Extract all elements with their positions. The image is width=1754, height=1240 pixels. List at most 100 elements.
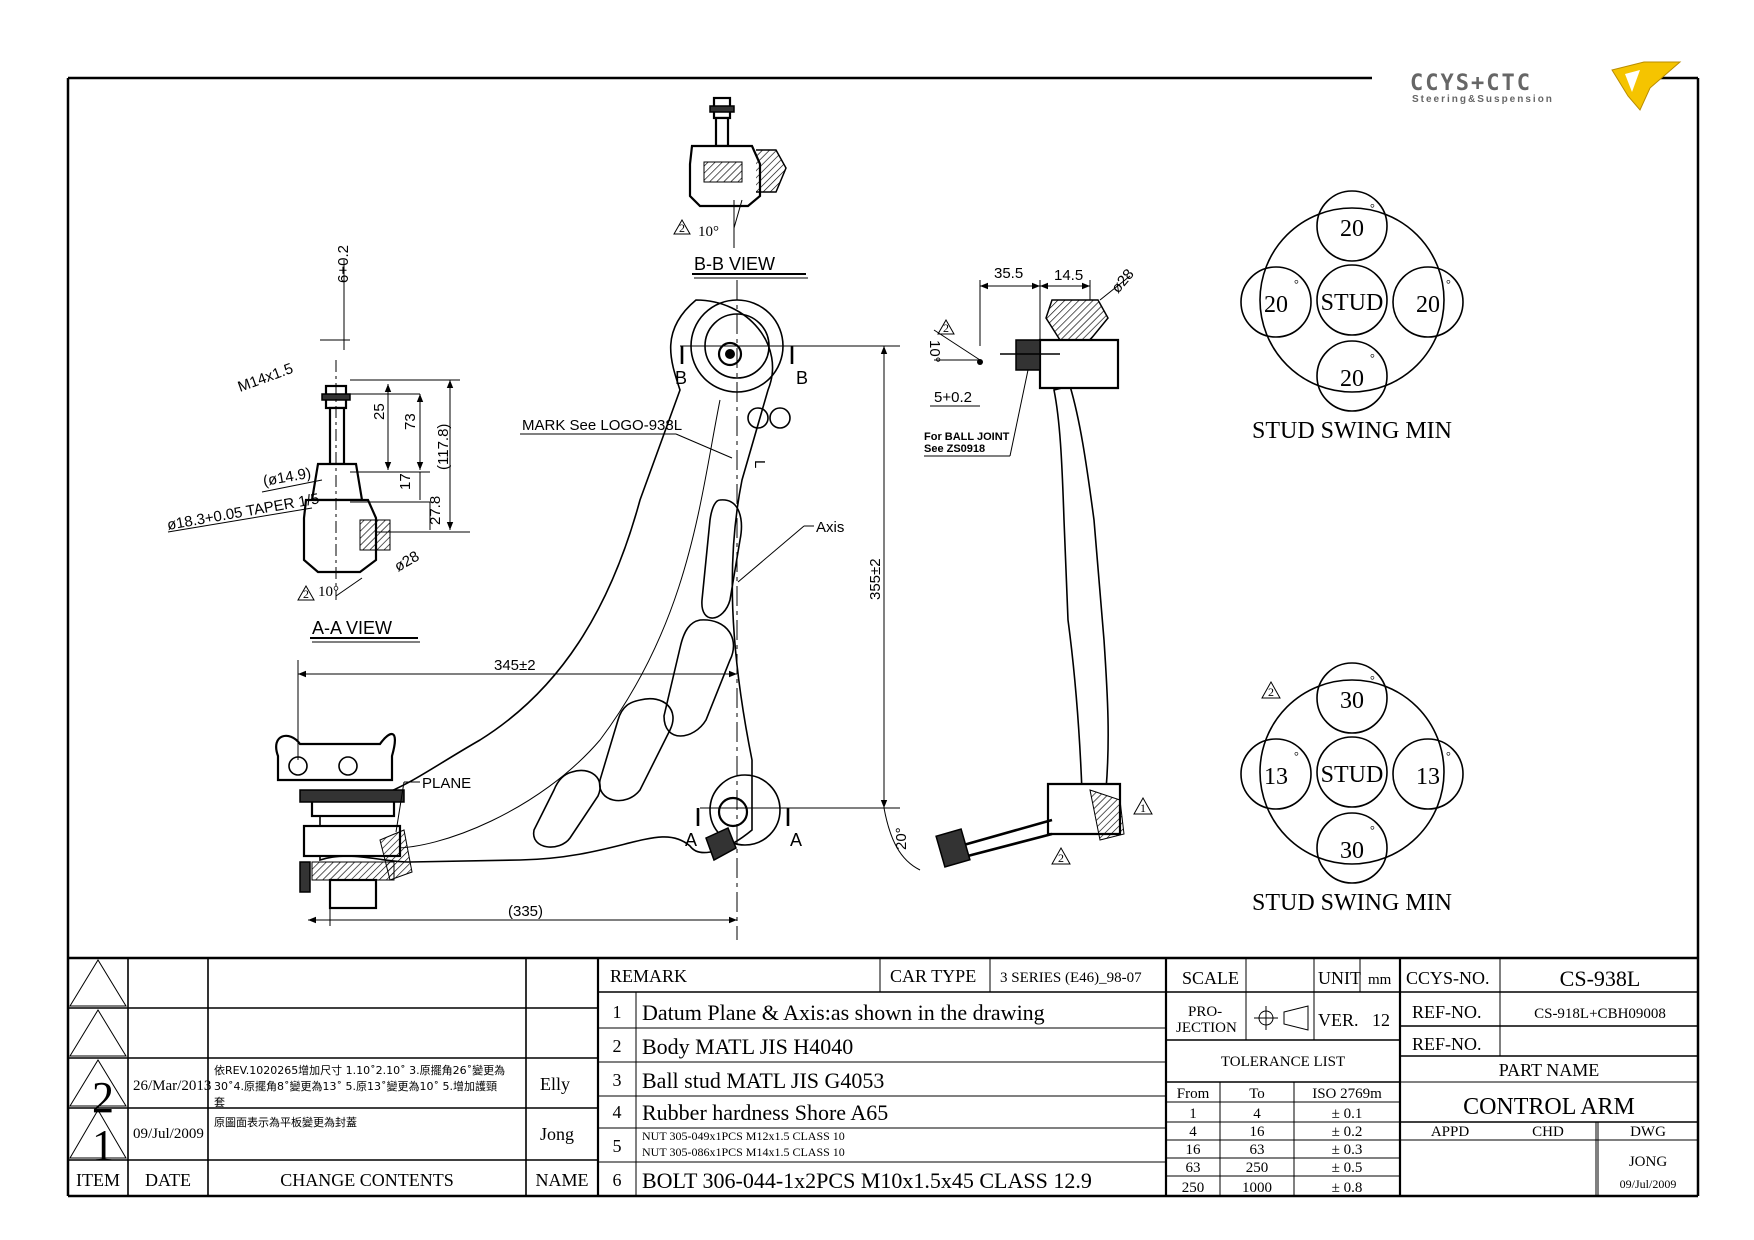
svg-text:5: 5 bbox=[613, 1136, 622, 1156]
svg-text:CHANGE CONTENTS: CHANGE CONTENTS bbox=[280, 1170, 454, 1190]
svg-text:Ball stud MATL JIS G4053: Ball stud MATL JIS G4053 bbox=[642, 1068, 884, 1093]
svg-text:1: 1 bbox=[92, 1121, 114, 1170]
svg-text:6: 6 bbox=[613, 1170, 622, 1190]
svg-text:APPD: APPD bbox=[1431, 1124, 1470, 1140]
svg-text:°: ° bbox=[1370, 351, 1375, 365]
svg-text:°: ° bbox=[1294, 749, 1299, 763]
svg-text:NUT 305-086x1PCS M14x1.5 CLASS: NUT 305-086x1PCS M14x1.5 CLASS 10 bbox=[642, 1145, 845, 1159]
svg-text:250: 250 bbox=[1246, 1160, 1269, 1176]
svg-text:10°: 10° bbox=[926, 340, 943, 363]
svg-text:PRO-: PRO- bbox=[1188, 1004, 1222, 1020]
svg-text:± 0.5: ± 0.5 bbox=[1332, 1160, 1363, 1176]
svg-text:63: 63 bbox=[1186, 1160, 1201, 1176]
svg-text:(335): (335) bbox=[508, 903, 543, 920]
svg-text:ISO 2769m: ISO 2769m bbox=[1312, 1086, 1382, 1102]
svg-text:4: 4 bbox=[1253, 1106, 1261, 1122]
svg-text:± 0.8: ± 0.8 bbox=[1332, 1180, 1363, 1196]
view-a-a: 6+0.2 M14x1.5 25 73 (117.8) 17 27.8 (ø14… bbox=[166, 245, 470, 643]
svg-text:M14x1.5: M14x1.5 bbox=[236, 360, 296, 396]
svg-text:Datum Plane & Axis:as shown in: Datum Plane & Axis:as shown in the drawi… bbox=[642, 1000, 1045, 1025]
control-arm-top-view: B B A A MARK See LOGO-938L L Axis PLANE … bbox=[275, 280, 921, 940]
svg-text:CS-918L+CBH09008: CS-918L+CBH09008 bbox=[1534, 1006, 1666, 1022]
svg-text:°: ° bbox=[1370, 823, 1375, 837]
svg-text:MARK See LOGO-938L: MARK See LOGO-938L bbox=[522, 417, 682, 434]
svg-text:(ø14.9): (ø14.9) bbox=[262, 465, 313, 490]
svg-text:09/Jul/2009: 09/Jul/2009 bbox=[1620, 1177, 1677, 1191]
svg-text:STUD SWING MIN: STUD SWING MIN bbox=[1252, 890, 1452, 916]
svg-text:ø28: ø28 bbox=[1108, 266, 1138, 297]
svg-text:20: 20 bbox=[1340, 366, 1364, 392]
svg-text:35.5: 35.5 bbox=[994, 265, 1023, 282]
svg-text:2: 2 bbox=[1058, 851, 1064, 865]
svg-text:B: B bbox=[675, 368, 687, 388]
specs-table: SCALE UNIT mm PRO- JECTION VER. 12 TOLER… bbox=[1176, 968, 1392, 1196]
svg-text:20°: 20° bbox=[893, 827, 910, 850]
svg-text:20: 20 bbox=[1340, 216, 1364, 242]
svg-text:See ZS0918: See ZS0918 bbox=[924, 443, 985, 455]
svg-text:2: 2 bbox=[613, 1036, 622, 1056]
svg-text:30: 30 bbox=[1340, 838, 1364, 864]
svg-text:2: 2 bbox=[1268, 685, 1274, 699]
svg-text:63: 63 bbox=[1250, 1142, 1265, 1158]
svg-text:13: 13 bbox=[1416, 764, 1440, 790]
svg-text:27.8: 27.8 bbox=[427, 496, 444, 525]
svg-text:TOLERANCE LIST: TOLERANCE LIST bbox=[1221, 1054, 1345, 1070]
stud-swing-diagram-2: 2 30 ° 13 ° STUD 13 ° 30 ° STUD SWING MI… bbox=[1240, 662, 1464, 916]
svg-text:CONTROL ARM: CONTROL ARM bbox=[1463, 1094, 1635, 1120]
svg-text:°: ° bbox=[1370, 673, 1375, 687]
svg-text:A-A VIEW: A-A VIEW bbox=[312, 618, 392, 638]
remarks-table: REMARK CAR TYPE 3 SERIES (E46)_98-07 1 D… bbox=[610, 966, 1142, 1193]
company-logo: CCYS+CTC Steering&Suspension bbox=[1410, 61, 1682, 111]
svg-text:CCYS+CTC: CCYS+CTC bbox=[1410, 71, 1532, 96]
svg-text:JECTION: JECTION bbox=[1176, 1020, 1237, 1036]
svg-text:± 0.1: ± 0.1 bbox=[1332, 1106, 1363, 1122]
svg-text:UNIT: UNIT bbox=[1318, 968, 1361, 988]
svg-text:ITEM: ITEM bbox=[76, 1170, 120, 1190]
svg-text:SCALE: SCALE bbox=[1182, 968, 1239, 988]
svg-text:12: 12 bbox=[1372, 1010, 1390, 1030]
svg-text:10°: 10° bbox=[318, 584, 339, 600]
svg-text:JONG: JONG bbox=[1629, 1154, 1668, 1170]
svg-text:1: 1 bbox=[1189, 1106, 1197, 1122]
svg-text:30˚4.原擺角8˚變更為13˚ 5.原13˚變更為10˚: 30˚4.原擺角8˚變更為13˚ 5.原13˚變更為10˚ 5.增加護頸 bbox=[214, 1079, 497, 1093]
svg-text:From: From bbox=[1177, 1086, 1210, 1102]
svg-text:Body MATL JIS H4040: Body MATL JIS H4040 bbox=[642, 1034, 853, 1059]
svg-text:3: 3 bbox=[613, 1070, 622, 1090]
svg-text:± 0.3: ± 0.3 bbox=[1332, 1142, 1363, 1158]
title-block-grid bbox=[68, 956, 1698, 1196]
svg-text:250: 250 bbox=[1182, 1180, 1205, 1196]
svg-text:原圖面表示為平板變更為封蓋: 原圖面表示為平板變更為封蓋 bbox=[214, 1115, 357, 1129]
svg-text:mm: mm bbox=[1368, 972, 1392, 988]
svg-text:ø18.3+0.05 TAPER 1/5: ø18.3+0.05 TAPER 1/5 bbox=[166, 490, 321, 534]
svg-text:6+0.2: 6+0.2 bbox=[335, 245, 352, 283]
svg-text:14.5: 14.5 bbox=[1054, 267, 1083, 284]
svg-text:PART NAME: PART NAME bbox=[1499, 1060, 1599, 1080]
svg-text:Steering&Suspension: Steering&Suspension bbox=[1412, 94, 1554, 105]
svg-text:4: 4 bbox=[1189, 1124, 1197, 1140]
svg-text:DWG: DWG bbox=[1630, 1124, 1666, 1140]
svg-text:REF-NO.: REF-NO. bbox=[1412, 1034, 1482, 1054]
svg-text:1: 1 bbox=[613, 1002, 622, 1022]
svg-text:REF-NO.: REF-NO. bbox=[1412, 1002, 1482, 1022]
revision-table: 2 26/Mar/2013 依REV.1020265增加尺寸 1.10˚2.10… bbox=[76, 1063, 589, 1190]
svg-text:ø28: ø28 bbox=[392, 548, 423, 576]
svg-text:5+0.2: 5+0.2 bbox=[934, 389, 972, 406]
svg-text:20: 20 bbox=[1416, 292, 1440, 318]
svg-text:345±2: 345±2 bbox=[494, 657, 536, 674]
svg-text:73: 73 bbox=[402, 413, 419, 430]
svg-text:26/Mar/2013: 26/Mar/2013 bbox=[133, 1078, 211, 1094]
svg-text:2: 2 bbox=[943, 321, 949, 335]
projection-symbol-icon bbox=[1254, 1005, 1309, 1031]
svg-text:2: 2 bbox=[679, 221, 685, 235]
svg-text:Axis: Axis bbox=[816, 519, 844, 536]
svg-text:2: 2 bbox=[303, 587, 309, 601]
svg-text:25: 25 bbox=[371, 403, 388, 420]
svg-text:REMARK: REMARK bbox=[610, 966, 687, 986]
logo-emblem-icon bbox=[1611, 61, 1682, 111]
svg-text:VER.: VER. bbox=[1318, 1010, 1359, 1030]
title-block: CCYS-NO. CS-938L REF-NO. CS-918L+CBH0900… bbox=[1406, 966, 1676, 1191]
svg-text:°: ° bbox=[1446, 749, 1451, 763]
svg-text:CS-938L: CS-938L bbox=[1560, 966, 1641, 991]
svg-text:套: 套 bbox=[214, 1096, 225, 1109]
